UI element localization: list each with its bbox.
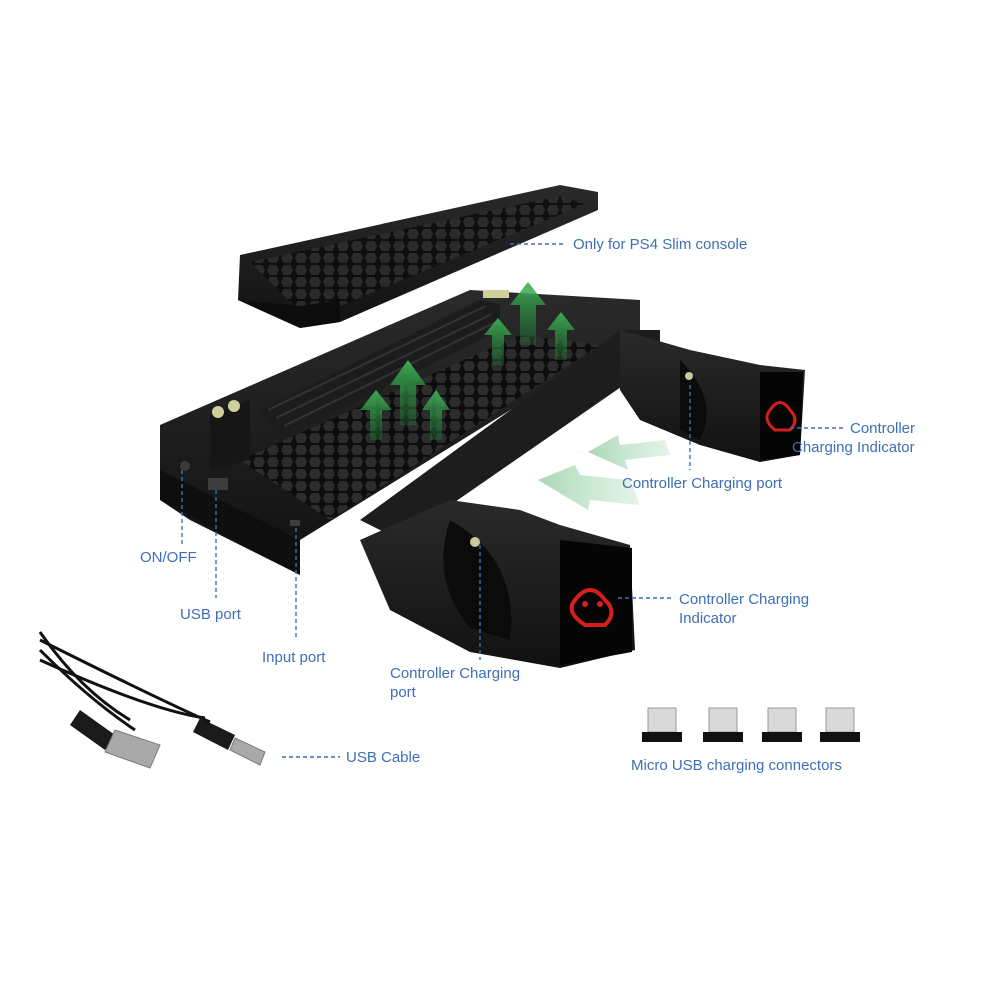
micro-usb-connector-icon xyxy=(820,707,860,742)
micro-usb-connectors xyxy=(642,707,860,742)
indicator-front-label-line2: Indicator xyxy=(679,610,737,627)
input-port-label: Input port xyxy=(262,649,326,666)
port-front-label: Controller Charging port xyxy=(390,664,520,702)
usb-cable xyxy=(38,631,266,769)
indicator-right-label-line1: Controller xyxy=(850,420,916,437)
on-off-label: ON/OFF xyxy=(140,549,197,566)
port-right-label: Controller Charging port xyxy=(622,475,783,492)
controller-dock-right xyxy=(620,330,805,462)
controller-dock-front xyxy=(360,500,635,668)
airflow-arrow-icon xyxy=(510,282,546,345)
micro-usb-plug xyxy=(193,718,266,766)
indicator-front-label: Controller Charging Indicator xyxy=(679,590,809,628)
usb-cable-label: USB Cable xyxy=(346,749,421,766)
slim-console-holder xyxy=(238,185,598,328)
usb-plug-icon xyxy=(70,710,161,769)
airflow-arrow-icon xyxy=(547,312,575,360)
airflow-arrow-icon xyxy=(422,390,450,440)
micro-usb-connector-icon xyxy=(762,707,802,742)
port-front-label-line1: Controller Charging xyxy=(390,665,521,682)
power-switch xyxy=(180,461,190,471)
indicator-front-label-line1: Controller Charging xyxy=(679,591,810,608)
port-front-label-line2: port xyxy=(390,684,416,701)
micro-usb-label: Micro USB charging connectors xyxy=(631,757,842,774)
ps4-slim-label: Only for PS4 Slim console xyxy=(573,236,748,253)
input-port-socket xyxy=(290,520,300,526)
airflow-arrow-icon xyxy=(390,360,426,425)
micro-usb-connector-icon xyxy=(703,707,743,742)
usb-port-label: USB port xyxy=(180,606,241,623)
micro-usb-connector-icon xyxy=(642,707,682,742)
airflow-arrow-icon xyxy=(538,465,640,510)
gamepad-icon xyxy=(569,588,614,627)
usb-port-socket xyxy=(208,478,228,490)
charging-stand-base xyxy=(160,290,660,575)
airflow-arrows xyxy=(360,282,670,510)
indicator-right-label-line2: Charging Indicator xyxy=(792,439,915,456)
airflow-arrow-icon xyxy=(360,390,392,440)
callout-lines xyxy=(181,243,845,758)
gamepad-icon xyxy=(765,401,797,432)
airflow-arrow-icon xyxy=(588,435,670,470)
indicator-right-label: Controller Charging Indicator xyxy=(792,419,915,457)
airflow-arrow-icon xyxy=(484,318,512,365)
